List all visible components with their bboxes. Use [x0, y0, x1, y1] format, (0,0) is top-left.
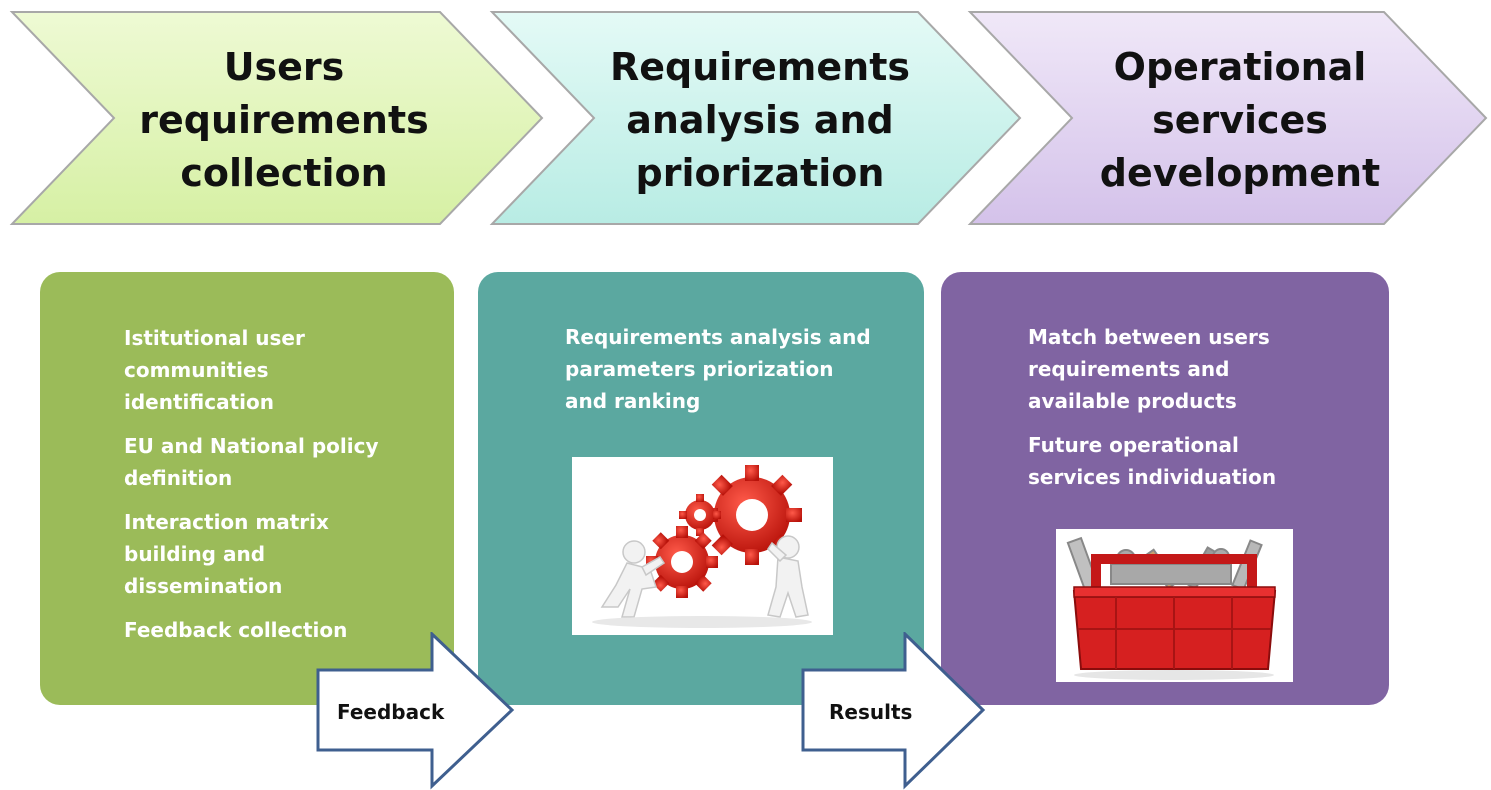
results-arrow	[801, 632, 986, 790]
stage-3-title: Operational services development	[1085, 40, 1395, 200]
gears-figures-icon	[572, 457, 833, 635]
results-label: Results	[829, 700, 913, 724]
list-item: Match between users requirements and ava…	[1028, 325, 1270, 413]
chevron-stage-3	[967, 11, 1488, 225]
chevron-stage-2	[489, 11, 1022, 225]
feedback-label: Feedback	[337, 700, 445, 724]
title-line: analysis and	[626, 97, 894, 142]
title-line: collection	[180, 150, 388, 195]
title-line: services	[1152, 97, 1328, 142]
stage-1-items: Istitutional user communities identifica…	[124, 322, 444, 658]
list-item: Istitutional user communities identifica…	[124, 326, 305, 414]
list-item: Feedback collection	[124, 618, 348, 642]
title-line: Users	[223, 44, 345, 89]
process-chevrons	[9, 11, 1488, 225]
list-item: Requirements analysis and parameters pri…	[565, 325, 871, 413]
stage-1-title: Users requirements collection	[134, 40, 434, 200]
stage-2-title: Requirements analysis and priorization	[600, 40, 920, 200]
toolbox-icon	[1056, 529, 1293, 682]
title-line: development	[1099, 150, 1381, 195]
title-line: requirements	[139, 97, 429, 142]
title-line: Requirements	[609, 44, 911, 89]
title-line: Operational	[1113, 44, 1367, 89]
stage-1-box	[40, 272, 454, 705]
list-item: Interaction matrix building and dissemin…	[124, 510, 329, 598]
chevron-stage-1	[9, 11, 544, 225]
title-line: priorization	[635, 150, 885, 195]
stage-2-items: Requirements analysis and parameters pri…	[565, 321, 915, 429]
stage-3-items: Match between users requirements and ava…	[1028, 321, 1378, 505]
feedback-arrow	[316, 632, 515, 790]
list-item: EU and National policy definition	[124, 434, 379, 490]
list-item: Future operational services individuatio…	[1028, 433, 1277, 489]
